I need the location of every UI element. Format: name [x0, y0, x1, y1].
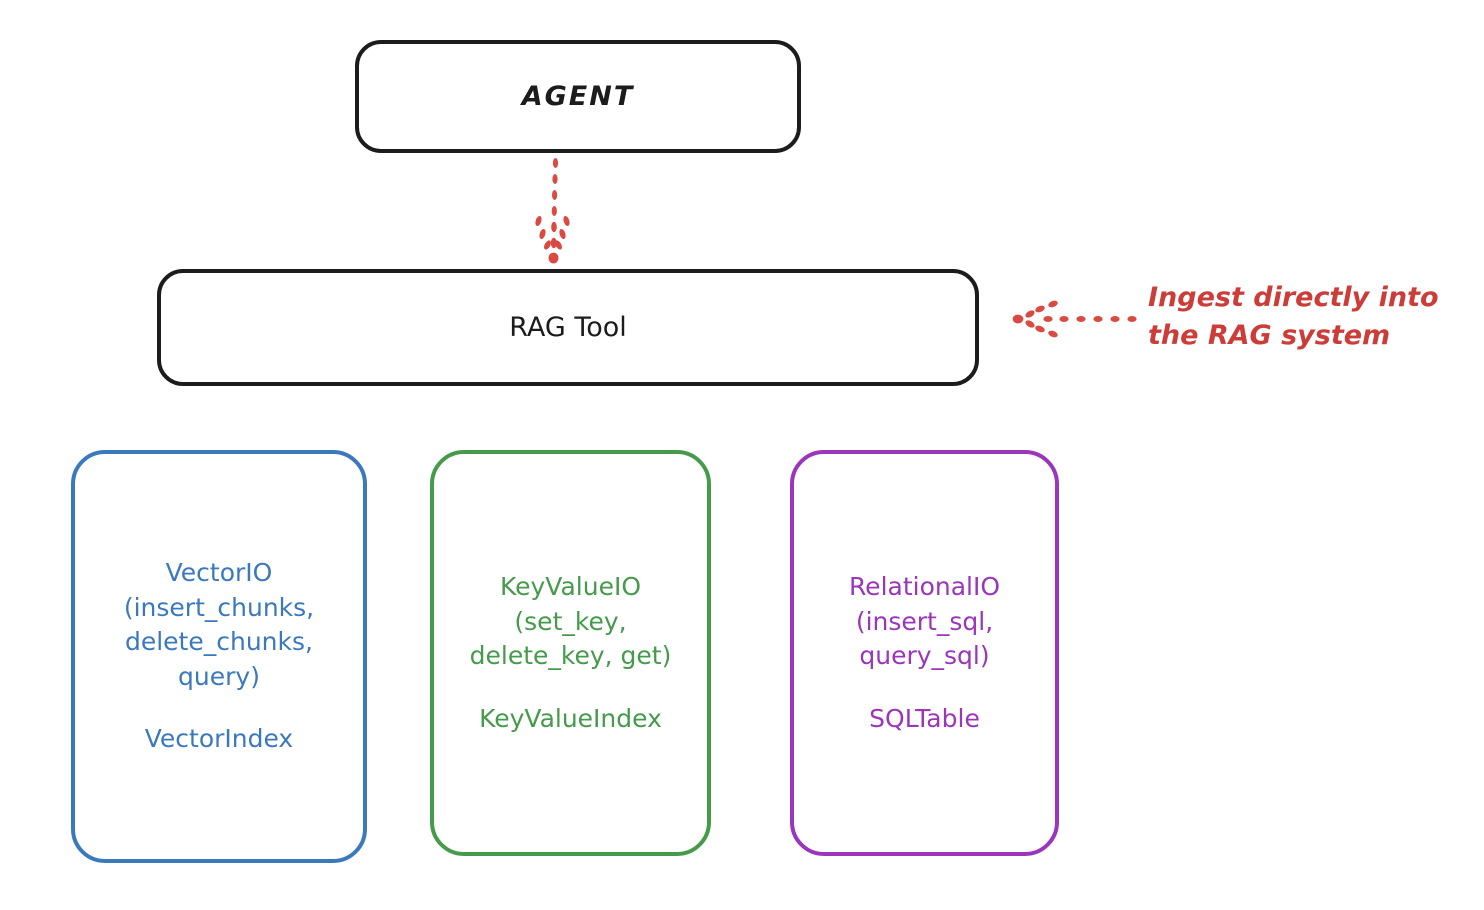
- provider-card-relationalio[interactable]: RelationalIO (insert_sql, query_sql) SQL…: [790, 450, 1059, 856]
- provider-card-vectorio[interactable]: VectorIO (insert_chunks, delete_chunks, …: [71, 450, 367, 863]
- provider-keyvalueio-index-label: KeyValueIndex: [479, 703, 662, 733]
- ingest-into-rag-arrow: [1012, 292, 1142, 346]
- provider-vectorio-api-label: VectorIO (insert_chunks, delete_chunks, …: [123, 558, 315, 691]
- provider-keyvalueio-text: KeyValueIO (set_key, delete_key, get) Ke…: [464, 536, 678, 771]
- provider-card-keyvalueio[interactable]: KeyValueIO (set_key, delete_key, get) Ke…: [430, 450, 711, 856]
- ingest-annotation-text: Ingest directly into the RAG system: [1148, 282, 1439, 351]
- provider-relationalio-index-label: SQLTable: [869, 703, 980, 733]
- agent-to-rag-tool-arrow: [505, 155, 615, 275]
- agent-node[interactable]: AGENT: [355, 40, 801, 153]
- provider-relationalio-api-label: RelationalIO (insert_sql, query_sql): [848, 572, 1001, 670]
- provider-keyvalueio-api-label: KeyValueIO (set_key, delete_key, get): [469, 572, 672, 670]
- provider-vectorio-text: VectorIO (insert_chunks, delete_chunks, …: [118, 522, 320, 792]
- agent-node-label: AGENT: [521, 80, 635, 112]
- rag-tool-node-label: RAG Tool: [509, 311, 627, 343]
- rag-tool-node[interactable]: RAG Tool: [157, 269, 979, 386]
- provider-vectorio-index-label: VectorIndex: [144, 724, 294, 754]
- provider-relationalio-text: RelationalIO (insert_sql, query_sql) SQL…: [843, 536, 1006, 771]
